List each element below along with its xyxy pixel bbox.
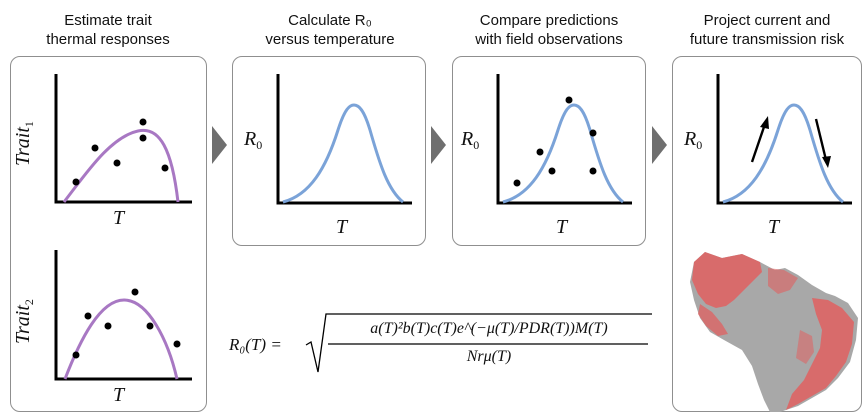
observation-point [536,148,544,156]
r0-axis-label-step-4: R0 [684,128,702,153]
r0-axis-label-step-2: R0 [244,128,262,153]
trait-2-curve [63,298,179,380]
formula-denominator: Nrμ(T) [466,348,512,365]
trait-1-axes [54,74,192,204]
t-axis-label-r0: T [336,216,348,238]
trait-1-point [139,134,147,142]
step-arrow-1 [212,126,227,164]
step-arrow-2 [431,126,446,164]
observation-point [548,167,556,175]
t-axis-label-projection: T [768,216,780,238]
panel-trait-responses [10,56,207,412]
r0-label-text-4: R [684,128,697,150]
header-step-1: Estimate trait thermal responses [10,11,206,49]
trait-2-point [146,322,154,330]
r0-label-text-3: R [461,128,474,150]
r0-axes [276,74,412,205]
header-step-4-line-1: Project current and [703,12,831,29]
header-step-3: Compare predictions with field observati… [444,11,654,49]
r0-label-text: R [244,128,257,150]
trait-1-point [139,118,147,126]
formula-lhs: R₀(T) = [229,335,282,354]
trait-1-point [113,159,121,167]
projection-curve [722,103,844,204]
compare-curve [502,103,624,204]
trait-2-point [104,322,112,330]
r0-axis-label-step-3: R0 [461,128,479,153]
trait-1-point [91,144,99,152]
risk-zone-northwest [698,304,728,336]
t-axis-label-trait-1: T [113,207,125,229]
t-axis-label-compare: T [556,216,568,238]
trait-2-axes [54,250,192,381]
header-step-1-line-2: thermal responses [46,31,170,48]
compare-plot [496,74,632,205]
observation-point [589,167,597,175]
trait-1-point [72,178,80,186]
projection-axes [716,74,852,205]
risk-zone-central [796,330,814,364]
r0-label-sub-3: 0 [473,138,480,152]
trait-1-plot [54,74,192,204]
formula-numerator: a(T)²b(T)c(T)e^(−μ(T)/PDR(T))M(T) [370,320,608,337]
observation-point [513,179,521,187]
radical-sign [305,313,652,373]
compare-axes [496,74,632,205]
r0-label-sub-4: 0 [696,138,703,152]
header-step-3-line-1: Compare predictions [479,12,619,29]
t-axis-label-trait-2: T [113,384,125,406]
projection-plot [716,74,852,205]
trait-2-point [173,340,181,348]
r0-curve [282,103,404,204]
trait-1-curve [62,128,180,203]
trait-1-point [161,164,169,172]
header-step-2: Calculate R₀ versus temperature [232,11,428,49]
trait-2-point [84,312,92,320]
step-arrow-3 [652,126,667,164]
risk-zone-north [692,252,762,308]
risk-zone-northeast [768,268,798,294]
header-step-2-line-1: Calculate R₀ [288,12,372,29]
trait-2-plot [54,250,192,381]
header-step-4: Project current and future transmission … [668,11,866,49]
observation-point [589,129,597,137]
increase-arrow [750,116,769,163]
trait-2-point [131,288,139,296]
formula-graphics [305,313,652,373]
header-step-3-line-2: with field observations [475,31,623,48]
header-step-1-line-1: Estimate trait [64,12,152,29]
risk-zone-east [786,298,854,410]
risk-map [690,252,858,412]
decrease-arrow [814,118,831,168]
header-step-4-line-2: future transmission risk [689,31,845,48]
trait-2-point [72,351,80,359]
header-step-2-line-2: versus temperature [265,31,395,48]
observation-point [565,96,573,104]
r0-label-sub: 0 [256,138,263,152]
r0-plot [276,74,412,205]
